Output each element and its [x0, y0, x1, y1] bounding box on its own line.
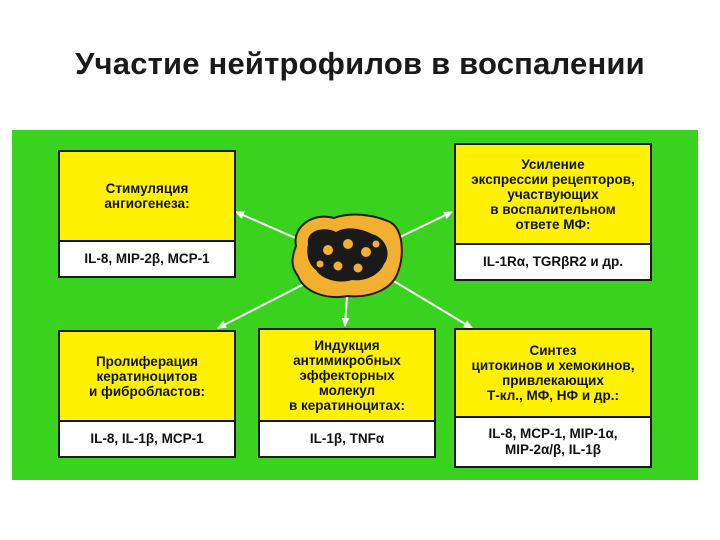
slide-title: Участие нейтрофилов в воспалении [75, 46, 645, 81]
mediators-label: IL-8, MCP-1, MIP-1α, MIP-2α/β, IL-1β [456, 416, 650, 466]
arrow-to-antimicrobial [341, 295, 350, 327]
box-receptor-expression: Усиление экспрессии рецепторов, участвую… [454, 143, 652, 281]
box-heading: Синтез цитокинов и хемокинов, привлекающ… [456, 330, 650, 416]
arrow-to-proliferation [217, 281, 309, 329]
box-heading: Пролиферация кератиноцитов и фибробласто… [60, 332, 234, 420]
box-heading: Индукция антимикробных эффекторных молек… [260, 330, 434, 420]
arrow-to-cytokine-synthesis [391, 279, 473, 329]
neutrophil-cell-icon [291, 213, 403, 298]
box-antimicrobial-induction: Индукция антимикробных эффекторных молек… [258, 328, 436, 458]
arrow-to-receptor-expression [397, 211, 453, 239]
box-angiogenesis: Стимуляция ангиогенеза: IL-8, MIP-2β, MC… [58, 150, 236, 278]
mediators-label: IL-1Rα, TGRβR2 и др. [456, 243, 650, 279]
box-heading: Стимуляция ангиогенеза: [60, 152, 234, 240]
box-heading: Усиление экспрессии рецепторов, участвую… [456, 145, 650, 243]
mediators-label: IL-8, IL-1β, MCP-1 [60, 420, 234, 456]
mediators-label: IL-8, MIP-2β, MCP-1 [60, 240, 234, 276]
box-proliferation: Пролиферация кератиноцитов и фибробласто… [58, 330, 236, 458]
arrow-to-angiogenesis [235, 211, 301, 241]
box-cytokine-synthesis: Синтез цитокинов и хемокинов, привлекающ… [454, 328, 652, 468]
mediators-label: IL-1β, TNFα [260, 420, 434, 456]
